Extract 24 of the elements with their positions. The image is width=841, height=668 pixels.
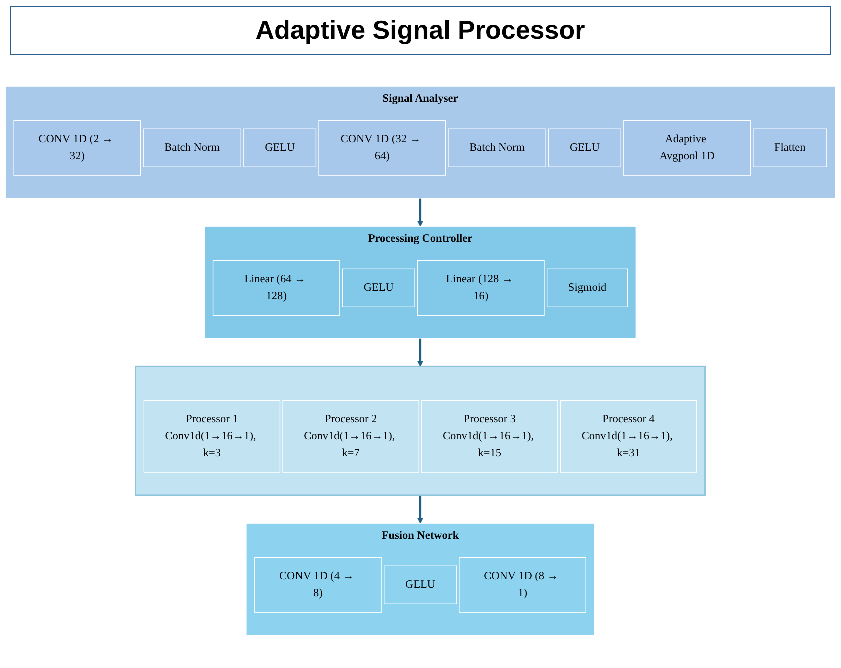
node-box: GELU xyxy=(244,128,317,168)
node-box: GELU xyxy=(342,268,416,308)
node-box: Sigmoid xyxy=(546,268,628,308)
node-box: GELU xyxy=(384,566,457,604)
node-box: CONV 1D (2 → 32) xyxy=(14,120,142,176)
node-box: CONV 1D (8 → 1) xyxy=(459,557,586,613)
node-box: Batch Norm xyxy=(143,128,242,168)
node-box: Linear (128 → 16) xyxy=(417,260,545,316)
node-box: Linear (64 → 128) xyxy=(212,260,340,316)
node-box: Processor 2 Conv1d(1→16→1), k=7 xyxy=(282,400,420,473)
node-box: Batch Norm xyxy=(448,128,546,168)
node-box: Processor 3 Conv1d(1→16→1), k=15 xyxy=(422,400,558,473)
node-box: CONV 1D (32 → 64) xyxy=(318,120,446,176)
arrow xyxy=(417,338,424,367)
arrow xyxy=(417,495,424,524)
node-box: Processor 1 Conv1d(1→16→1), k=3 xyxy=(144,400,281,473)
node-box: CONV 1D (4 → 8) xyxy=(254,557,382,613)
node-box: Processor 4 Conv1d(1→16→1), k=31 xyxy=(560,400,698,473)
node-box: Adaptive Avgpool 1D xyxy=(624,120,751,176)
arrow xyxy=(417,198,424,227)
cluster xyxy=(135,366,706,496)
node-box: GELU xyxy=(548,128,622,168)
diagram-title: Adaptive Signal Processor xyxy=(10,6,831,55)
node-box: Flatten xyxy=(753,128,828,168)
